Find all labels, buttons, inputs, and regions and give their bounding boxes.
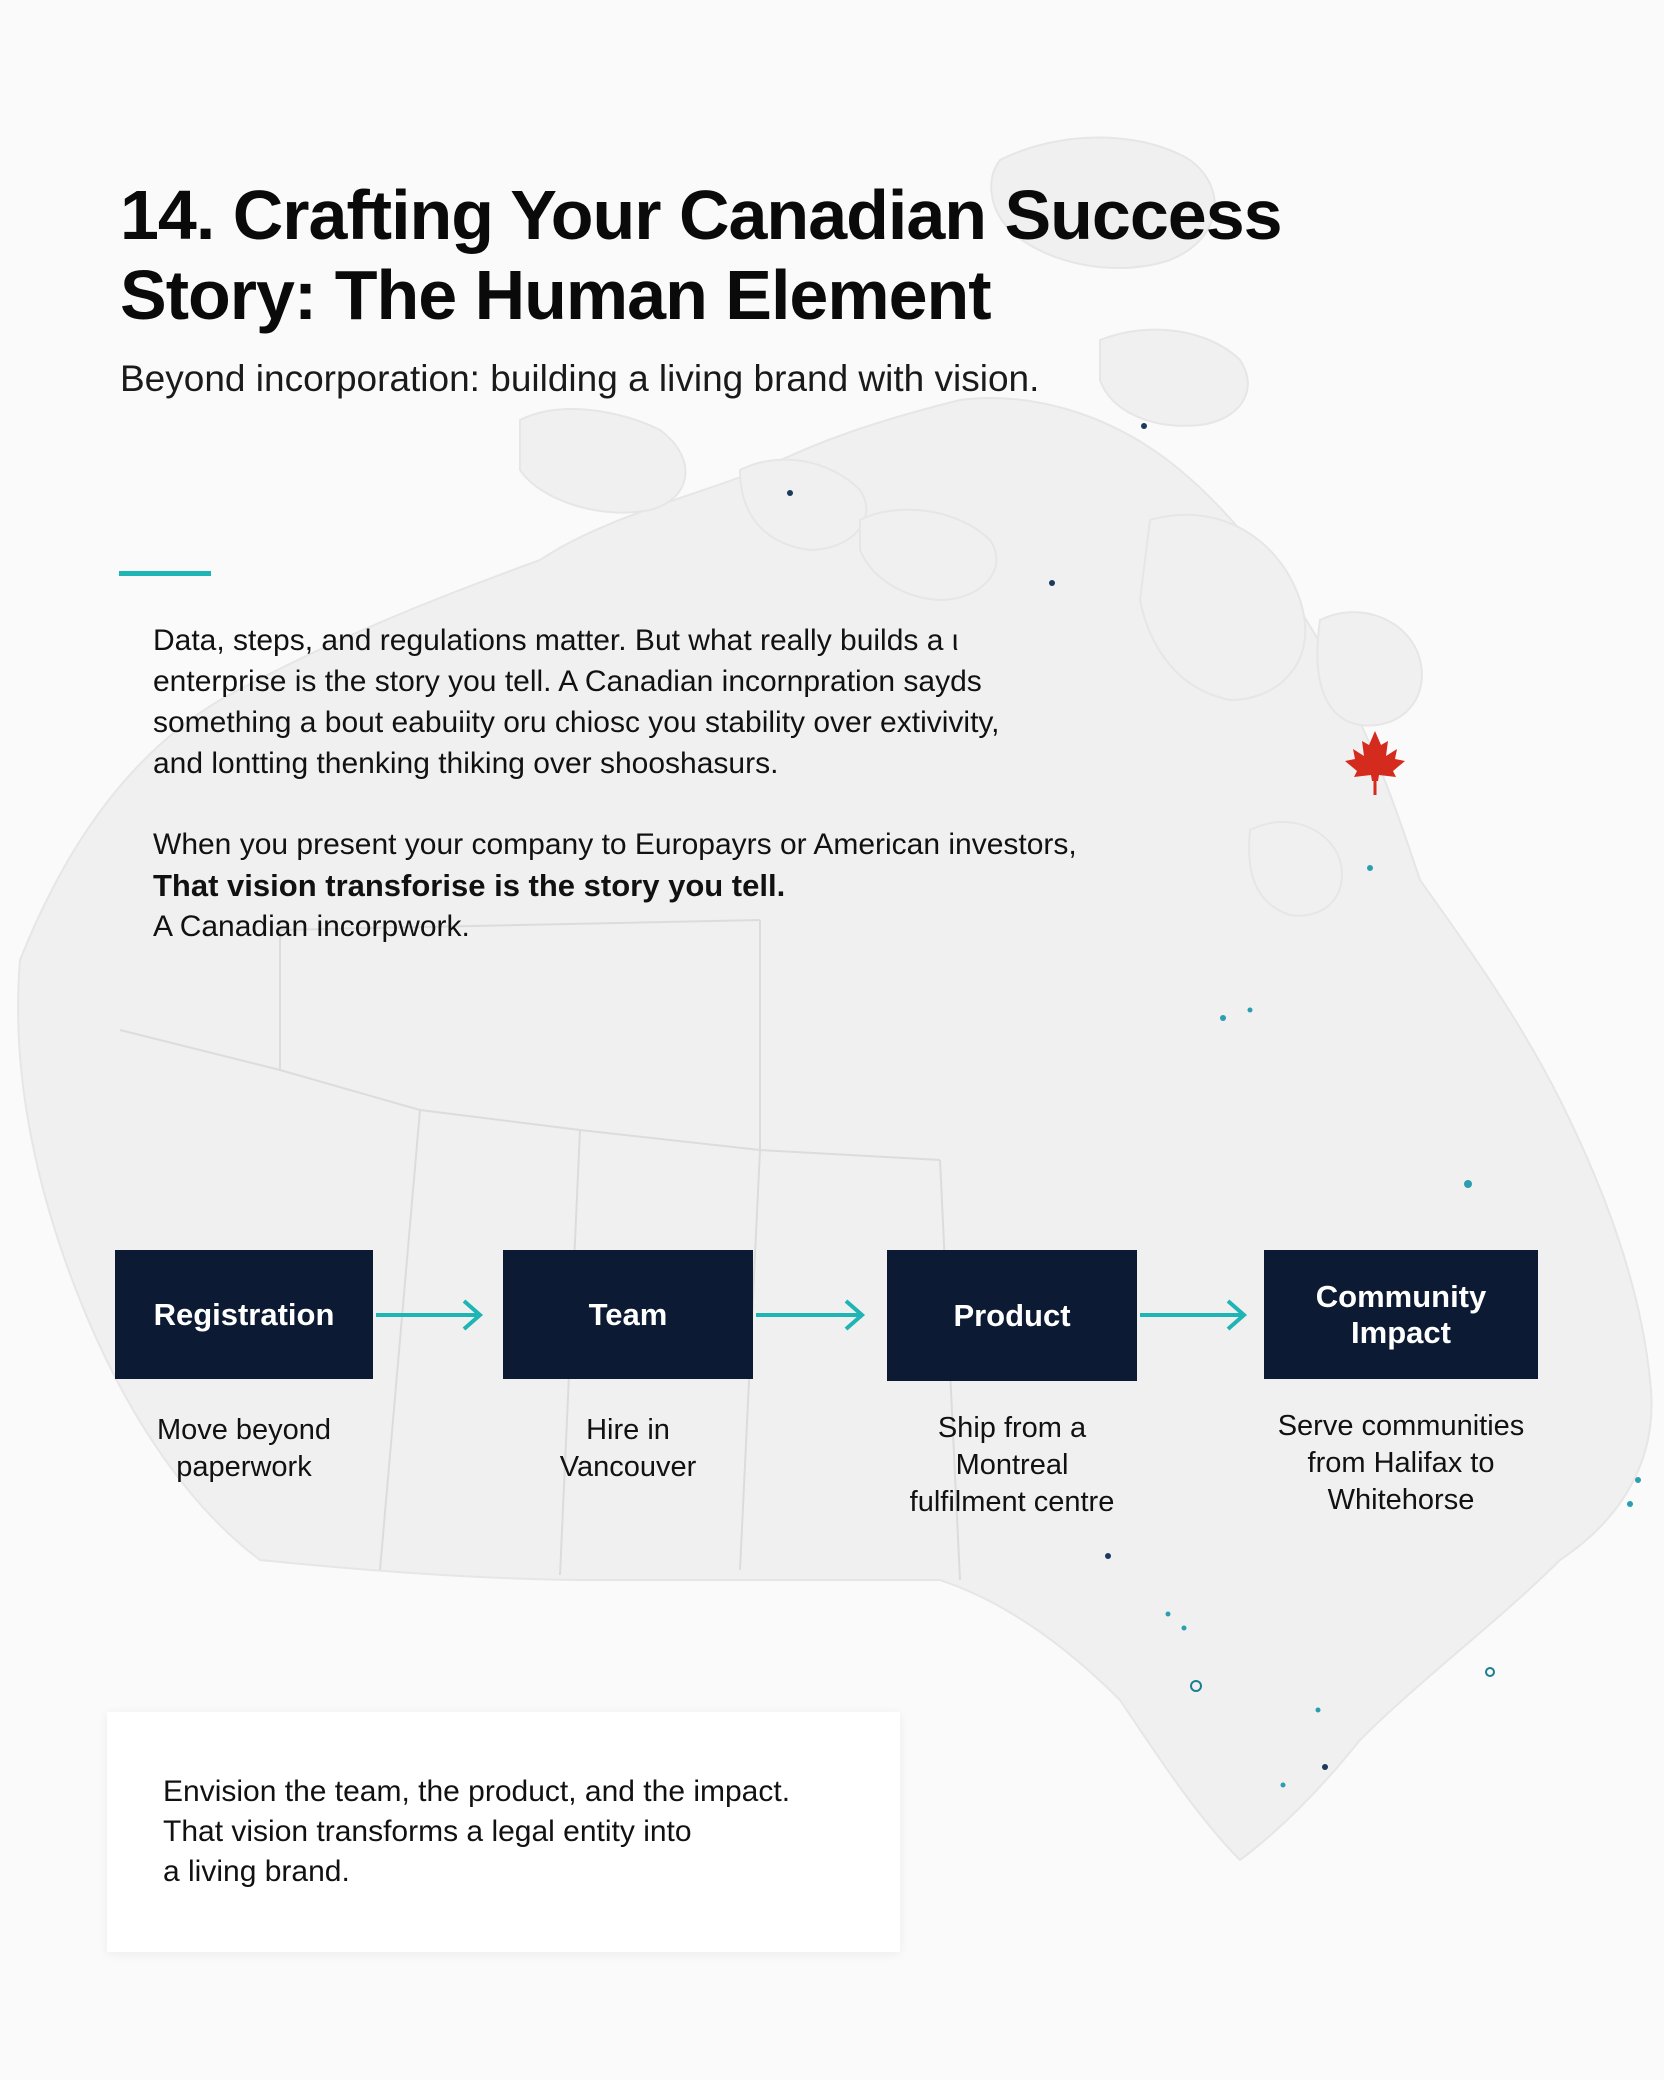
accent-divider <box>119 571 211 576</box>
body-line: enterprise is the story you tell. A Cana… <box>153 665 982 698</box>
step-community-impact: Community Impact <box>1264 1250 1538 1379</box>
step-description-line: Montreal <box>955 1449 1069 1481</box>
step-label: Product <box>953 1297 1071 1333</box>
page-title: 14. Crafting Your Canadian Success Story… <box>120 175 1420 335</box>
step-description: Hire in Vancouver <box>487 1412 769 1486</box>
step-description-line: Whitehorse <box>1327 1484 1475 1516</box>
body-line: When you present your company to Europay… <box>153 828 1077 861</box>
arrow-right-icon <box>376 1299 484 1331</box>
page-title-line-2: Story: The Human Element <box>120 256 992 334</box>
step-product: Product <box>887 1250 1137 1381</box>
callout-line: That vision transforms a legal entity in… <box>163 1815 692 1848</box>
step-description-line: Serve communities <box>1277 1410 1525 1442</box>
step-description: Ship from a Montreal fulfilment centre <box>862 1410 1162 1521</box>
step-description-line: Hire in <box>586 1414 670 1446</box>
step-description-line: from Halifax to <box>1307 1447 1495 1479</box>
body-line: Data, steps, and regulations matter. But… <box>153 624 959 657</box>
body-line-emphasis: That vision transforise is the story you… <box>153 868 786 903</box>
maple-leaf-icon <box>1345 731 1405 795</box>
step-label-line-2: Impact <box>1351 1314 1451 1350</box>
step-label: Registration <box>153 1296 335 1332</box>
callout-line: a living brand. <box>163 1855 350 1888</box>
arrow-right-icon <box>756 1299 866 1331</box>
step-team: Team <box>503 1250 753 1379</box>
step-description: Move beyond paperwork <box>102 1412 386 1486</box>
page-subtitle: Beyond incorporation: building a living … <box>120 358 1040 399</box>
step-description-line: paperwork <box>176 1451 312 1483</box>
step-description-line: Move beyond <box>156 1414 332 1446</box>
step-label-line-1: Community <box>1315 1278 1487 1314</box>
body-line: and lontting thenking thiking over shoos… <box>153 747 779 780</box>
step-description-line: Ship from a <box>937 1412 1087 1444</box>
body-line: something a bout eabuiity oru chiosc you… <box>153 706 1000 739</box>
body-text: Data, steps, and regulations matter. But… <box>153 620 1163 947</box>
arrow-right-icon <box>1140 1299 1248 1331</box>
page-title-line-1: 14. Crafting Your Canadian Success <box>120 176 1283 254</box>
callout-box: Envision the team, the product, and the … <box>107 1712 900 1952</box>
step-registration: Registration <box>115 1250 373 1379</box>
body-line: A Canadian incorpwork. <box>153 910 470 943</box>
callout-line: Envision the team, the product, and the … <box>163 1775 791 1808</box>
step-description-line: Vancouver <box>559 1451 697 1483</box>
step-label: Team <box>588 1296 668 1332</box>
callout-text: Envision the team, the product, and the … <box>163 1772 883 1892</box>
step-description: Serve communities from Halifax to Whiteh… <box>1246 1408 1556 1519</box>
step-description-line: fulfilment centre <box>909 1486 1115 1518</box>
